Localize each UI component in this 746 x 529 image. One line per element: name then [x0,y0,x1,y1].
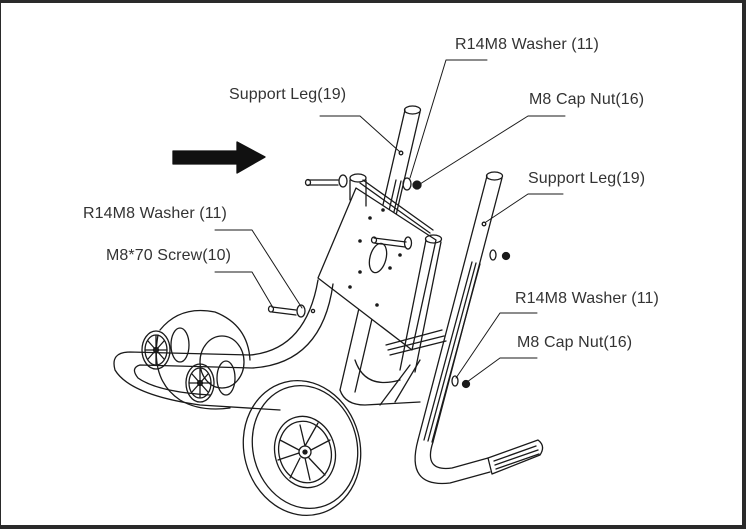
leader-screw-left [214,271,273,307]
large-wheel-front [242,379,362,517]
callout-washer-left: R14M8 Washer (11) [83,205,227,222]
caster-wheel-2 [185,360,236,403]
leader-capnut-right [466,357,538,383]
leader-washer-left [214,229,303,309]
right-arrow-icon [172,141,266,174]
leader-washer-right [455,312,538,379]
callout-capnut-top: M8 Cap Nut(16) [529,91,645,108]
cart-frame [113,279,447,411]
leader-support-leg-left [319,115,401,153]
callout-capnut-right: M8 Cap Nut(16) [517,334,633,351]
caster-wheel-1 [141,327,190,370]
callout-support-leg-left: Support Leg(19) [229,86,347,103]
callout-washer-top: R14M8 Washer (11) [455,36,599,53]
hardware [267,174,511,389]
callout-washer-right: R14M8 Washer (11) [515,290,659,307]
mounting-plate [317,173,443,373]
support-leg-right [414,171,544,485]
callout-support-leg-right: Support Leg(19) [528,170,646,187]
leader-capnut-top [419,115,566,185]
callout-screw-left: M8*70 Screw(10) [106,247,232,264]
leader-support-leg-right [485,193,564,223]
leader-washer-top [409,59,488,179]
leader-lines [214,59,566,383]
